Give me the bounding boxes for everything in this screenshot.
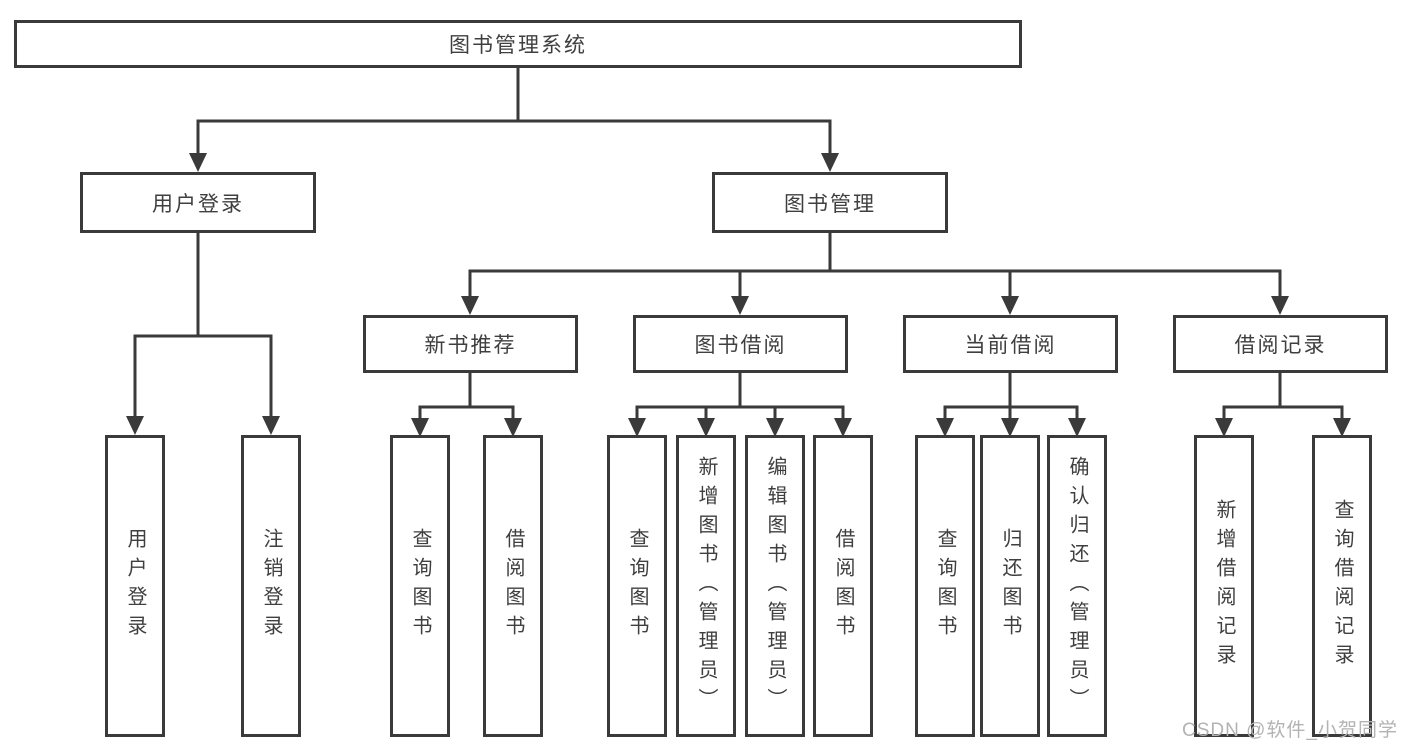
node-leaf-label: 借阅图书: [502, 528, 524, 644]
node-leaf-label: 查询图书: [409, 528, 431, 644]
node-leaf-logout: 注销登录: [241, 435, 301, 737]
node-book-management: 图书管理: [712, 172, 948, 233]
node-new-book-recommend: 新书推荐: [363, 315, 578, 373]
node-leaf-borrow-books-recommend: 借阅图书: [483, 435, 543, 737]
node-leaf-query-books-recommend: 查询图书: [390, 435, 450, 737]
node-new-book-recommend-label: 新书推荐: [424, 334, 517, 357]
node-leaf-label: 编辑图书（管理员）: [764, 455, 786, 717]
node-root-label: 图书管理系统: [449, 34, 587, 57]
node-leaf-confirm-return-admin: 确认归还（管理员）: [1047, 435, 1107, 737]
node-leaf-query-books-current: 查询图书: [915, 435, 975, 737]
node-leaf-label: 查询图书: [626, 528, 648, 644]
node-leaf-query-borrow-record: 查询借阅记录: [1312, 435, 1372, 737]
node-borrow-records: 借阅记录: [1173, 315, 1388, 373]
node-book-borrow: 图书借阅: [633, 315, 848, 373]
node-current-borrow-label: 当前借阅: [964, 334, 1057, 357]
node-leaf-label: 确认归还（管理员）: [1066, 455, 1088, 717]
node-leaf-label: 查询借阅记录: [1331, 499, 1353, 673]
node-leaf-label: 新增图书（管理员）: [695, 455, 717, 717]
node-leaf-user-login: 用户登录: [105, 435, 165, 737]
node-leaf-borrow-books: 借阅图书: [813, 435, 873, 737]
node-user-login: 用户登录: [80, 172, 316, 233]
node-current-borrow: 当前借阅: [903, 315, 1118, 373]
node-leaf-query-books-borrow: 查询图书: [607, 435, 667, 737]
csdn-watermark: CSDN @软件_小贺同学: [1182, 720, 1398, 741]
node-leaf-edit-book-admin: 编辑图书（管理员）: [745, 435, 805, 737]
node-user-login-label: 用户登录: [152, 192, 244, 216]
node-book-management-label: 图书管理: [784, 192, 876, 216]
node-root: 图书管理系统: [14, 20, 1022, 68]
node-leaf-add-book-admin: 新增图书（管理员）: [676, 435, 736, 737]
node-leaf-label: 用户登录: [124, 528, 146, 644]
node-borrow-records-label: 借阅记录: [1234, 334, 1327, 357]
node-book-borrow-label: 图书借阅: [694, 334, 787, 357]
node-leaf-label: 归还图书: [999, 528, 1021, 644]
node-leaf-label: 查询图书: [934, 528, 956, 644]
node-leaf-return-book: 归还图书: [980, 435, 1040, 737]
node-leaf-label: 借阅图书: [832, 528, 854, 644]
node-leaf-label: 新增借阅记录: [1213, 499, 1235, 673]
node-leaf-add-borrow-record: 新增借阅记录: [1194, 435, 1254, 737]
node-leaf-label: 注销登录: [260, 528, 282, 644]
